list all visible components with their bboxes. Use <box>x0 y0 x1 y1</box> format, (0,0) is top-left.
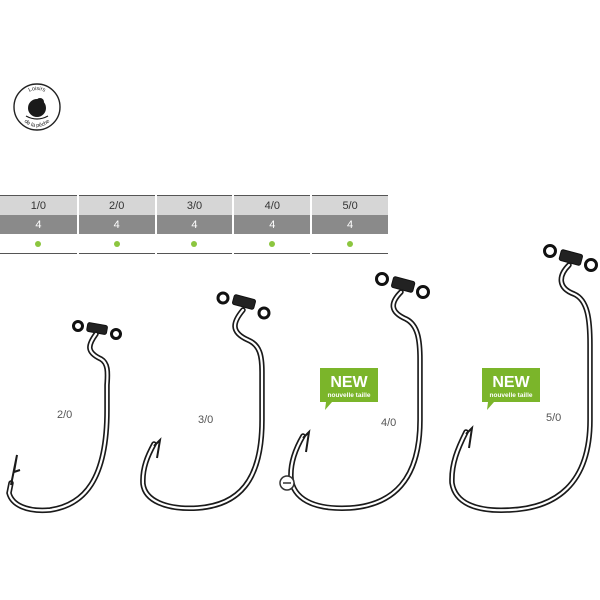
hook-size-label: 5/0 <box>546 412 561 424</box>
size-row: 1/0 2/0 3/0 4/0 5/0 <box>0 195 390 215</box>
new-badge-subtitle: nouvelle taille <box>328 392 371 399</box>
hook-size-label: 3/0 <box>198 414 213 426</box>
count-cell: 4 <box>233 215 313 234</box>
new-badge-title: NEW <box>492 374 530 391</box>
size-cell: 4/0 <box>233 195 313 215</box>
availability-dot <box>269 240 276 247</box>
availability-dot <box>347 240 354 247</box>
new-badge-subtitle: nouvelle taille <box>490 392 533 399</box>
hook-2-0: 2/0 <box>6 320 122 514</box>
hook-size-label: 2/0 <box>57 409 72 421</box>
count-row: 4 4 4 4 4 <box>0 215 390 234</box>
count-cell: 4 <box>155 215 235 234</box>
svg-text:Loisirs: Loisirs <box>28 86 47 94</box>
count-cell: 4 <box>77 215 157 234</box>
availability-dot <box>191 240 198 247</box>
swivel-icon <box>72 320 122 340</box>
size-cell: 1/0 <box>0 195 79 215</box>
hook-size-label: 4/0 <box>381 417 396 429</box>
availability-dot <box>35 240 42 247</box>
size-table: 1/0 2/0 3/0 4/0 5/0 4 4 4 4 4 <box>0 195 390 254</box>
new-badge: NEW nouvelle taille <box>482 368 540 410</box>
size-cell: 3/0 <box>155 195 235 215</box>
count-cell: 4 <box>311 215 390 234</box>
hook-3-0: 3/0 <box>140 291 271 511</box>
brand-logo: Loisirs de la pêche <box>13 83 61 131</box>
new-badge: NEW nouvelle taille <box>320 368 378 410</box>
swivel-icon <box>543 244 598 272</box>
size-cell: 2/0 <box>77 195 157 215</box>
availability-dot <box>113 240 120 247</box>
logo-text-bottom: de la pêche <box>23 119 51 129</box>
swivel-icon <box>375 272 430 299</box>
count-cell: 4 <box>0 215 79 234</box>
hook-4-0: 4/0 NEW nouvelle taille <box>279 272 430 511</box>
new-badge-title: NEW <box>330 374 368 391</box>
size-cell: 5/0 <box>311 195 390 215</box>
swivel-icon <box>216 291 271 320</box>
logo-text-top: Loisirs <box>28 86 47 94</box>
hook-5-0: 5/0 NEW nouvelle taille <box>449 244 598 513</box>
availability-row <box>0 234 390 254</box>
svg-text:de la pêche: de la pêche <box>23 119 51 129</box>
